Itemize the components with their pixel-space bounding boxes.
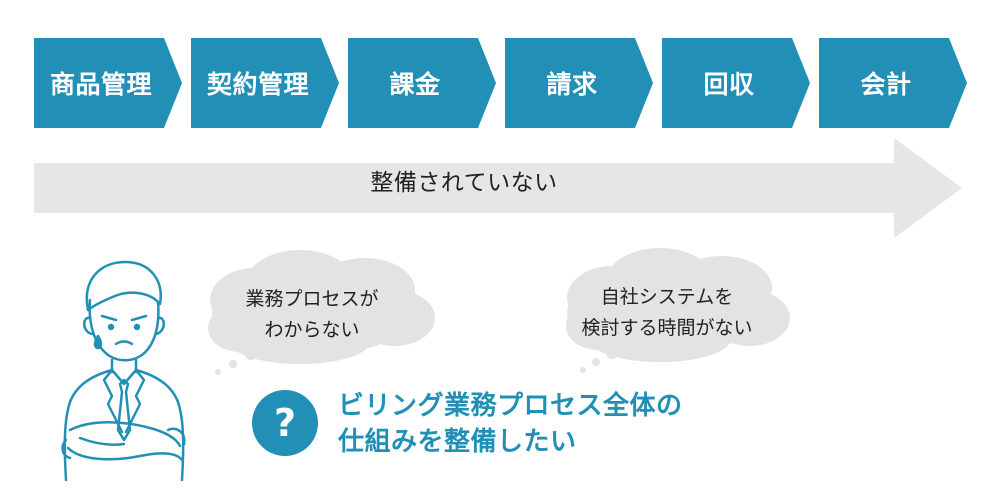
thought-right-line1: 自社システムを: [600, 286, 734, 308]
step-accounting: 会計: [819, 38, 967, 128]
question-icon: ?: [252, 390, 318, 456]
step-label: 課金: [389, 70, 441, 99]
step-label: 商品管理: [49, 70, 152, 99]
thought-cloud-left: [208, 250, 435, 375]
thought-cloud-right: [566, 248, 790, 373]
goal-line2: 仕組みを整備したい: [338, 427, 577, 457]
step-product-management: 商品管理: [34, 38, 182, 128]
step-charging: 課金: [348, 38, 496, 128]
step-contract-management: 契約管理: [191, 38, 339, 128]
thought-left-line1: 業務プロセスが: [245, 288, 379, 310]
arrow-label: 整備されていない: [370, 170, 558, 196]
process-flow: 商品管理 契約管理 課金 請求 回収 会計: [0, 0, 1000, 140]
step-collection: 回収: [662, 38, 810, 128]
thought-right-line2: 検討する時間がない: [581, 317, 753, 339]
goal-message: ビリング業務プロセス全体の 仕組みを整備したい: [338, 388, 683, 460]
step-label: 会計: [860, 70, 912, 99]
thought-left-line2: わからない: [264, 319, 360, 341]
goal-line1: ビリング業務プロセス全体の: [338, 391, 683, 421]
thought-left: 業務プロセスが わからない: [222, 284, 402, 346]
step-label: 請求: [546, 70, 598, 99]
step-label: 回収: [703, 70, 755, 99]
step-label: 契約管理: [206, 70, 309, 99]
step-invoicing: 請求: [505, 38, 653, 128]
thought-right: 自社システムを 検討する時間がない: [577, 282, 757, 344]
